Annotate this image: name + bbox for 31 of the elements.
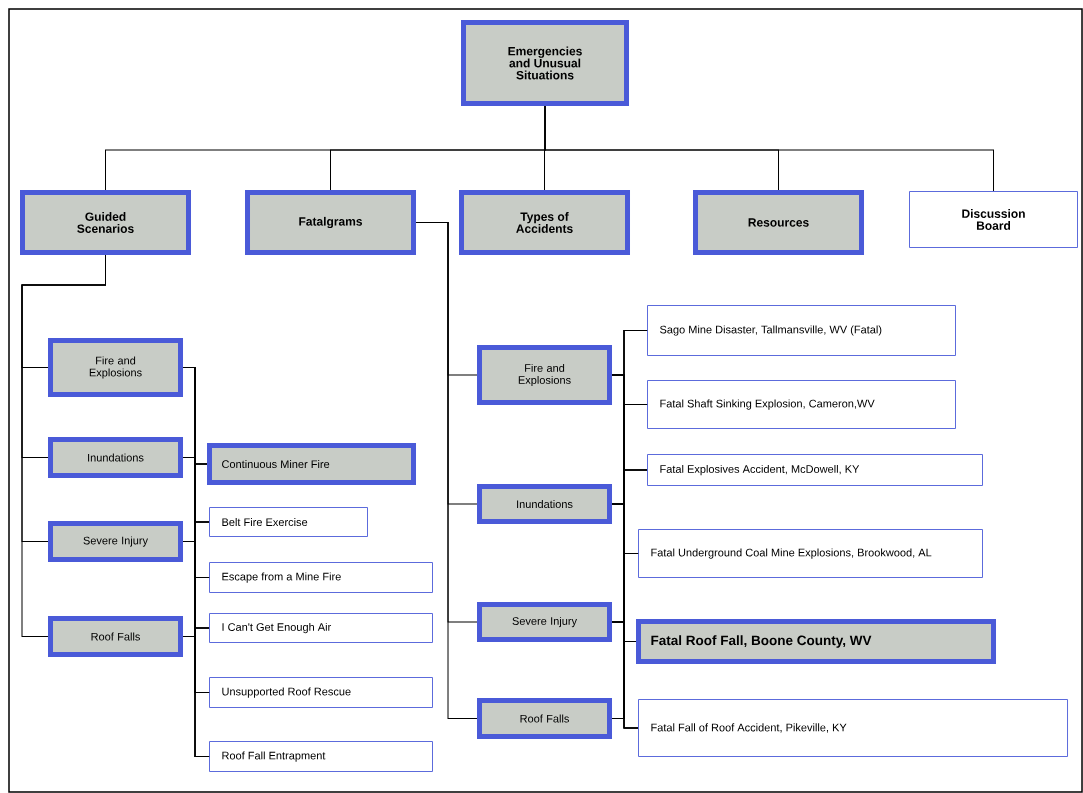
category-box: Inundations <box>477 484 612 524</box>
connector-line <box>21 254 106 637</box>
topic-box: Unsupported Roof Rescue <box>209 677 433 708</box>
topic-box: I Can't Get Enough Air <box>209 613 433 643</box>
connector-line <box>611 718 639 729</box>
category-box: Resources <box>693 190 864 255</box>
category-box: Roof Falls <box>477 698 612 739</box>
category-box: Fatal Roof Fall, Boone County, WV <box>636 619 996 664</box>
topic-box: Fatal Shaft Sinking Explosion, Cameron,WV <box>647 380 956 429</box>
category-box: Continuous Miner Fire <box>207 443 416 485</box>
category-box: Inundations <box>48 437 183 478</box>
category-box: Emergencies and Unusual Situations <box>461 20 629 106</box>
category-box: Roof Falls <box>48 616 183 657</box>
category-box: Fire and Explosions <box>477 345 612 405</box>
topic-box: Fatal Underground Coal Mine Explosions, Brookwood, AL <box>638 529 983 578</box>
connector-line <box>415 222 478 719</box>
category-box: Guided Scenarios <box>20 190 191 255</box>
topic-box: Roof Fall Entrapment <box>209 741 433 772</box>
connector-line <box>544 105 994 192</box>
topic-box: Fatal Explosives Accident, McDowell, KY <box>647 454 983 486</box>
connector-line <box>182 636 210 757</box>
category-box: Severe Injury <box>48 521 183 562</box>
category-box: Types of Accidents <box>459 190 630 255</box>
topic-box: Sago Mine Disaster, Tallmansville, WV (Fatal) <box>647 305 956 356</box>
category-box: Severe Injury <box>477 602 612 642</box>
topic-box: Escape from a Mine Fire <box>209 562 433 593</box>
topic-box: Fatal Fall of Roof Accident, Pikeville, KY <box>638 699 1068 757</box>
category-box: Fatalgrams <box>245 190 416 255</box>
topic-box: Belt Fire Exercise <box>209 507 368 537</box>
category-box: Fire and Explosions <box>48 338 183 397</box>
topic-box: Discussion Board <box>909 191 1078 248</box>
